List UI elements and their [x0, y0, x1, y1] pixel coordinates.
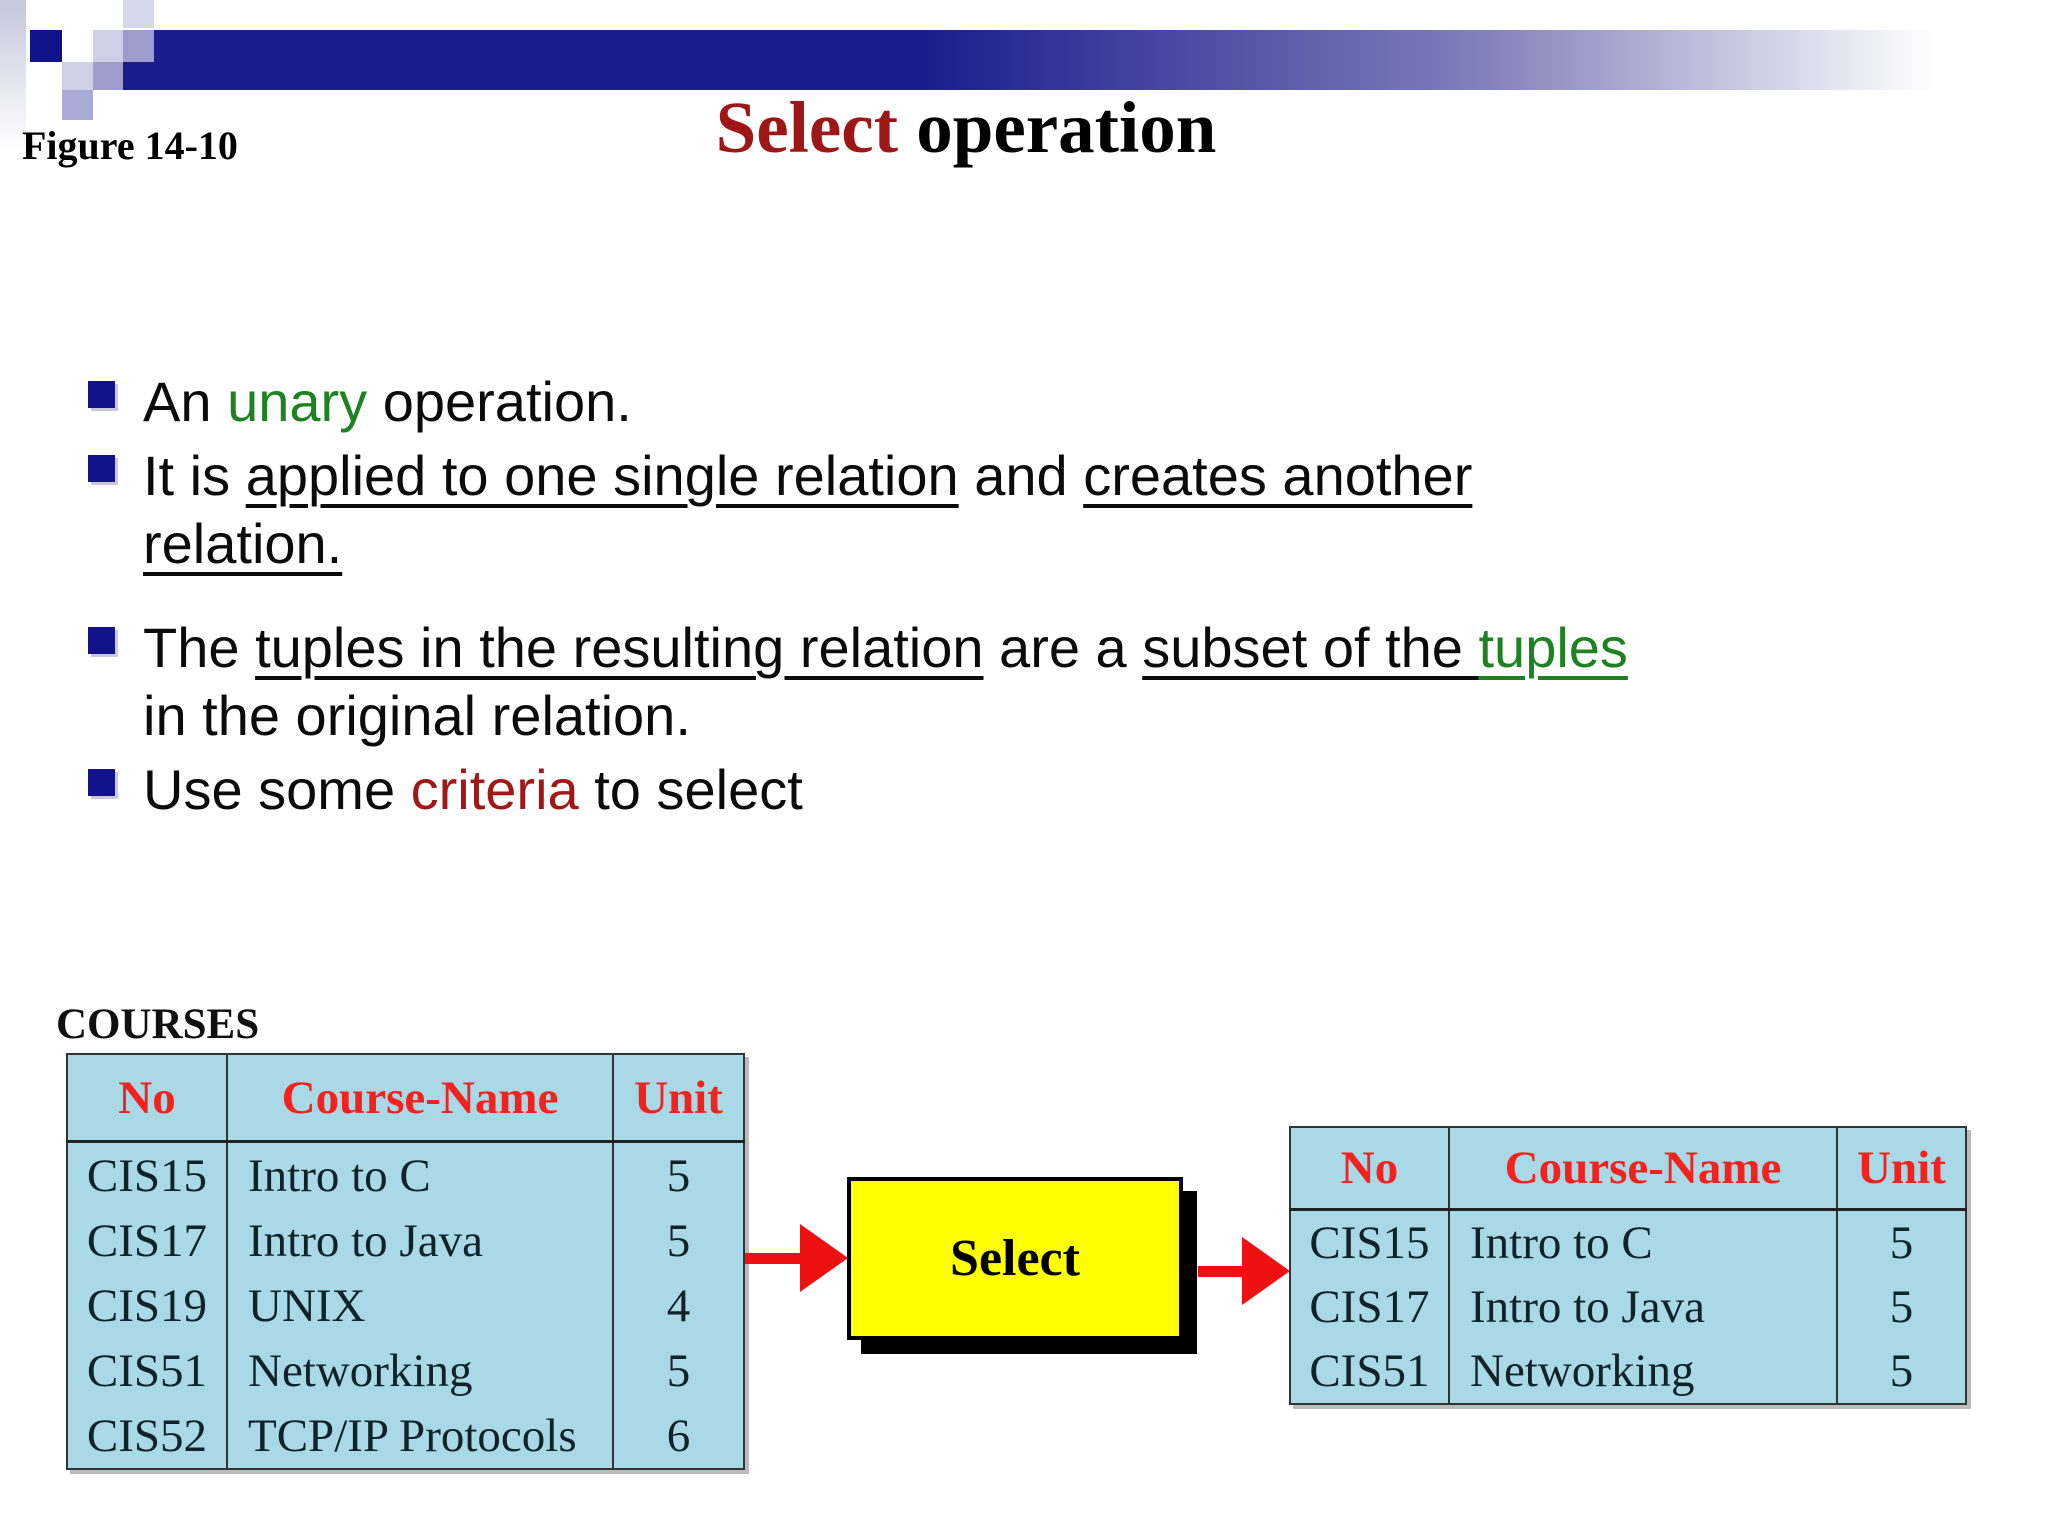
arrow-left-line — [745, 1253, 800, 1264]
cell-unit: 5 — [612, 1141, 744, 1208]
bullet-segment: subset of the — [1142, 616, 1479, 679]
bullet-text: Use some criteria to select — [143, 756, 803, 824]
bullet-line: It is applied to one single relation and… — [143, 442, 1472, 510]
cell-unit: 6 — [612, 1403, 744, 1469]
bullet-segment: applied to one single relation — [245, 444, 959, 507]
cell-no: CIS15 — [86, 1149, 208, 1202]
bullet-segment: to select — [578, 758, 803, 821]
cell-unit: 5 — [1836, 1339, 1966, 1404]
cell-unit: 5 — [612, 1208, 744, 1273]
bullet-segment: creates another — [1083, 444, 1473, 507]
decor-square — [62, 62, 93, 90]
bullet-segment: in the original relation. — [143, 684, 691, 747]
left-gradient-strip — [0, 0, 26, 150]
arrow-left-head-icon — [800, 1224, 848, 1292]
bullet-square-icon — [88, 627, 115, 654]
bullet-segment: Use some — [143, 758, 411, 821]
column-header-unit: Unit — [612, 1054, 744, 1143]
bullet-segment: It is — [143, 444, 246, 507]
decor-square — [93, 62, 123, 90]
column-header-course-name: Course-Name — [226, 1054, 613, 1143]
courses-table-title: COURSES — [56, 1001, 260, 1048]
column-header-no: No — [67, 1054, 227, 1143]
bullet-segment: relation. — [143, 512, 343, 575]
bullet-text: It is applied to one single relation and… — [143, 442, 1472, 578]
bullet-segment: unary — [227, 370, 368, 433]
cell-no: CIS15 — [1309, 1217, 1430, 1269]
title-rest: operation — [898, 87, 1217, 168]
bullet-segment: are a — [983, 616, 1143, 679]
decor-square — [123, 0, 154, 28]
cell-course-name: UNIX — [226, 1273, 613, 1338]
bullet-segment: An — [143, 370, 228, 433]
cell-unit: 4 — [612, 1273, 744, 1338]
decor-square — [93, 30, 123, 62]
cell-no: CIS51 — [1309, 1345, 1430, 1397]
decor-square — [62, 90, 93, 120]
decor-square — [123, 30, 154, 62]
slide-title: Select operation — [0, 86, 1932, 170]
cell-unit: 5 — [1836, 1209, 1966, 1275]
bullet-text: The tuples in the resulting relation are… — [143, 614, 1628, 750]
bullet-segment: operation. — [367, 370, 632, 433]
select-operation-box: Select — [847, 1177, 1183, 1340]
bullet-item: It is applied to one single relation and… — [88, 442, 1472, 578]
bullet-line: The tuples in the resulting relation are… — [143, 614, 1628, 682]
bullet-item: The tuples in the resulting relation are… — [88, 614, 1628, 750]
column-header-no: No — [1290, 1127, 1449, 1211]
cell-course-name: Intro to Java — [1448, 1275, 1837, 1339]
cell-course-name: Intro to C — [226, 1141, 613, 1208]
cell-course-name: Intro to C — [1448, 1209, 1837, 1275]
cell-course-name: Intro to Java — [226, 1208, 613, 1273]
table-header-row: No Course-Name Unit — [1290, 1127, 1966, 1211]
table-header-row: No Course-Name Unit — [67, 1054, 744, 1143]
title-accent: Select — [715, 87, 899, 168]
figure-label: Figure 14-10 — [22, 123, 238, 168]
arrow-right-head-icon — [1242, 1237, 1290, 1305]
bullet-line: relation. — [143, 510, 1472, 578]
select-box-label: Select — [950, 1230, 1080, 1287]
cell-unit: 5 — [1836, 1275, 1966, 1339]
bullet-line: in the original relation. — [143, 682, 1628, 750]
cell-course-name: Networking — [226, 1338, 613, 1403]
bullet-square-icon — [88, 769, 115, 796]
bullet-text: An unary operation. — [143, 368, 632, 436]
cell-no: CIS52 — [86, 1409, 208, 1462]
bullet-segment: The — [143, 616, 256, 679]
header-gradient-bar — [123, 30, 2010, 90]
cell-course-name: Networking — [1448, 1339, 1837, 1404]
cell-no: CIS17 — [1309, 1281, 1430, 1333]
bullet-segment: and — [958, 444, 1084, 507]
bullet-square-icon — [88, 381, 115, 408]
cell-no: CIS19 — [86, 1279, 208, 1332]
cell-course-name: TCP/IP Protocols — [226, 1403, 613, 1469]
cell-unit: 5 — [612, 1338, 744, 1403]
decor-square — [30, 30, 62, 62]
cell-no: CIS51 — [86, 1344, 208, 1397]
bullet-item: Use some criteria to select — [88, 756, 803, 824]
bullet-item: An unary operation. — [88, 368, 632, 436]
bullet-segment: tuples — [1478, 616, 1628, 679]
arrow-right-line — [1198, 1266, 1242, 1277]
bullet-segment: tuples in the resulting relation — [255, 616, 984, 679]
bullet-square-icon — [88, 455, 115, 482]
bullet-segment: criteria — [410, 758, 579, 821]
column-header-course-name: Course-Name — [1448, 1127, 1837, 1211]
column-header-unit: Unit — [1836, 1127, 1966, 1211]
cell-no: CIS17 — [86, 1214, 208, 1267]
